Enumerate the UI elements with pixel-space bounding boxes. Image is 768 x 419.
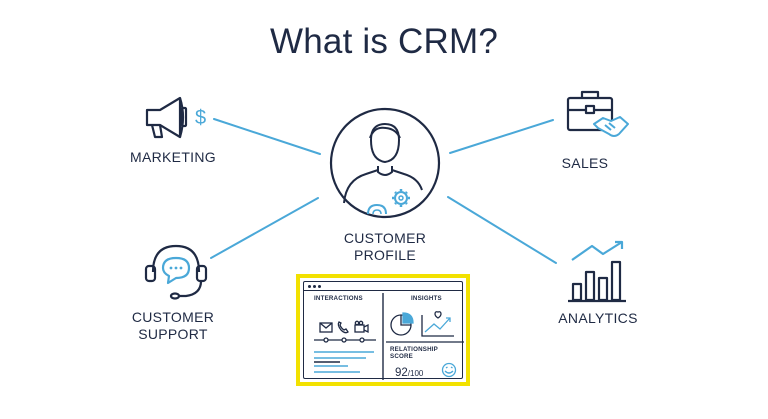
envelope-icon xyxy=(319,322,333,333)
svg-text:$: $ xyxy=(195,107,206,129)
headset-chat-icon xyxy=(144,244,208,300)
smiley-icon xyxy=(441,362,457,378)
connector-lines xyxy=(210,118,557,264)
sales-label: SALES xyxy=(561,155,609,171)
customer-profile-label: CUSTOMER PROFILE xyxy=(320,230,450,264)
relationship-score-value: 92/100 xyxy=(395,367,423,379)
briefcase-handshake-icon xyxy=(566,90,629,137)
page-title: What is CRM? xyxy=(270,22,498,61)
connector-sales xyxy=(449,119,554,154)
analytics-label: ANALYTICS xyxy=(558,310,638,326)
customer-profile-label-line1: CUSTOMER xyxy=(343,230,427,246)
relationship-score-heading: RELATIONSHIP SCORE xyxy=(390,346,438,360)
phone-icon xyxy=(337,321,349,334)
trend-heart-icon xyxy=(421,311,454,337)
insights-heading: INSIGHTS xyxy=(411,295,442,302)
dashboard-window: INTERACTIONS INSIGHTS RELATIONSHIP SCORE… xyxy=(303,281,464,380)
interactions-heading: INTERACTIONS xyxy=(314,295,363,302)
window-dot-icon xyxy=(308,284,311,288)
connector-support xyxy=(210,197,319,259)
marketing-label: MARKETING xyxy=(130,149,216,165)
customer-support-label-line1: CUSTOMER xyxy=(131,309,215,325)
megaphone-dollar-icon: $ xyxy=(145,96,206,139)
placeholder-text-lines xyxy=(314,351,374,373)
pie-chart-icon xyxy=(390,312,414,336)
connector-analytics xyxy=(447,196,557,264)
window-title-bar xyxy=(304,282,462,291)
score-total: /100 xyxy=(407,369,424,378)
connector-marketing xyxy=(213,118,321,155)
panel-graphics xyxy=(314,293,464,380)
window-dot-icon xyxy=(313,284,316,288)
bar-chart-trend-icon xyxy=(568,240,626,303)
score-value: 92 xyxy=(395,367,408,379)
customer-support-label-line2: SUPPORT xyxy=(138,326,208,342)
crm-dashboard-panel: INTERACTIONS INSIGHTS RELATIONSHIP SCORE… xyxy=(296,274,470,386)
video-camera-icon xyxy=(354,320,369,334)
window-dot-icon xyxy=(318,284,321,288)
customer-support-label: CUSTOMER SUPPORT xyxy=(118,309,228,343)
customer-profile-label-line2: PROFILE xyxy=(353,247,416,263)
person-gear-icon xyxy=(329,107,441,219)
interaction-icons xyxy=(319,320,369,334)
